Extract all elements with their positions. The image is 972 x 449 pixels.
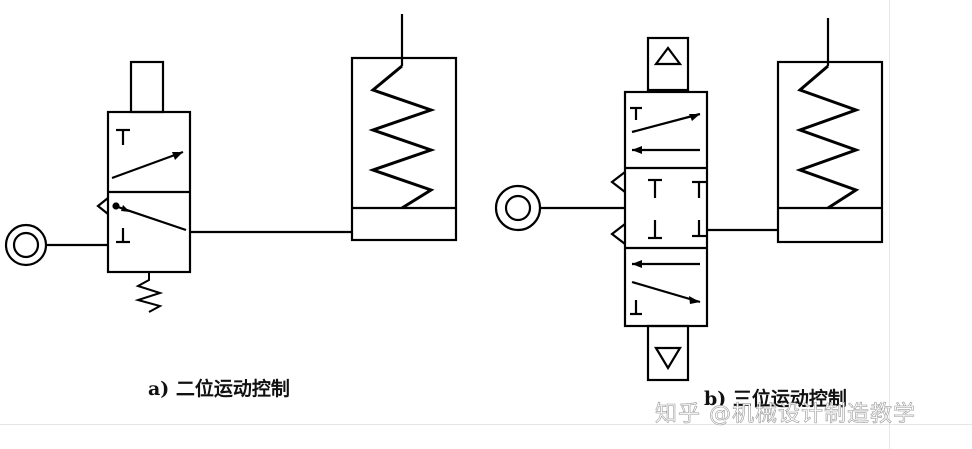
diagram-a xyxy=(4,14,458,313)
diagram-b xyxy=(494,18,884,382)
manual-lever-a xyxy=(96,197,109,215)
solenoid-b-top-arrow xyxy=(653,46,683,66)
cylinder-spring-a xyxy=(368,64,436,210)
cylinder-a xyxy=(350,56,458,242)
upper-position-b xyxy=(630,106,701,154)
solenoid-b-bottom xyxy=(646,324,690,382)
air-source-a-inner xyxy=(12,231,40,259)
air-source-a-outer xyxy=(4,223,48,267)
solenoid-b-bottom-arrow xyxy=(654,346,682,371)
watermark: 知乎 @机械设计制造教学 xyxy=(655,402,916,428)
lower-position-b xyxy=(630,260,701,316)
solenoid-a xyxy=(129,60,165,114)
manual-override-b-top xyxy=(610,171,626,193)
air-source-b-outer xyxy=(494,184,542,232)
upper-position-a xyxy=(111,128,184,180)
cylinder-b xyxy=(776,60,884,244)
manual-override-b-bottom xyxy=(610,223,626,245)
air-source-b-inner xyxy=(504,194,532,222)
valve-body-b xyxy=(623,90,709,328)
right-edge-line xyxy=(889,0,890,449)
return-spring-a xyxy=(134,272,164,313)
caption-a: a) 二位运动控制 xyxy=(148,378,290,400)
caption-b: b) 三位运动控制 xyxy=(704,388,847,410)
lower-position-a xyxy=(112,202,187,244)
cylinder-spring-b xyxy=(795,64,861,210)
solenoid-b-top xyxy=(646,36,690,92)
bottom-edge-line xyxy=(0,424,972,425)
middle-position-b xyxy=(648,178,706,240)
